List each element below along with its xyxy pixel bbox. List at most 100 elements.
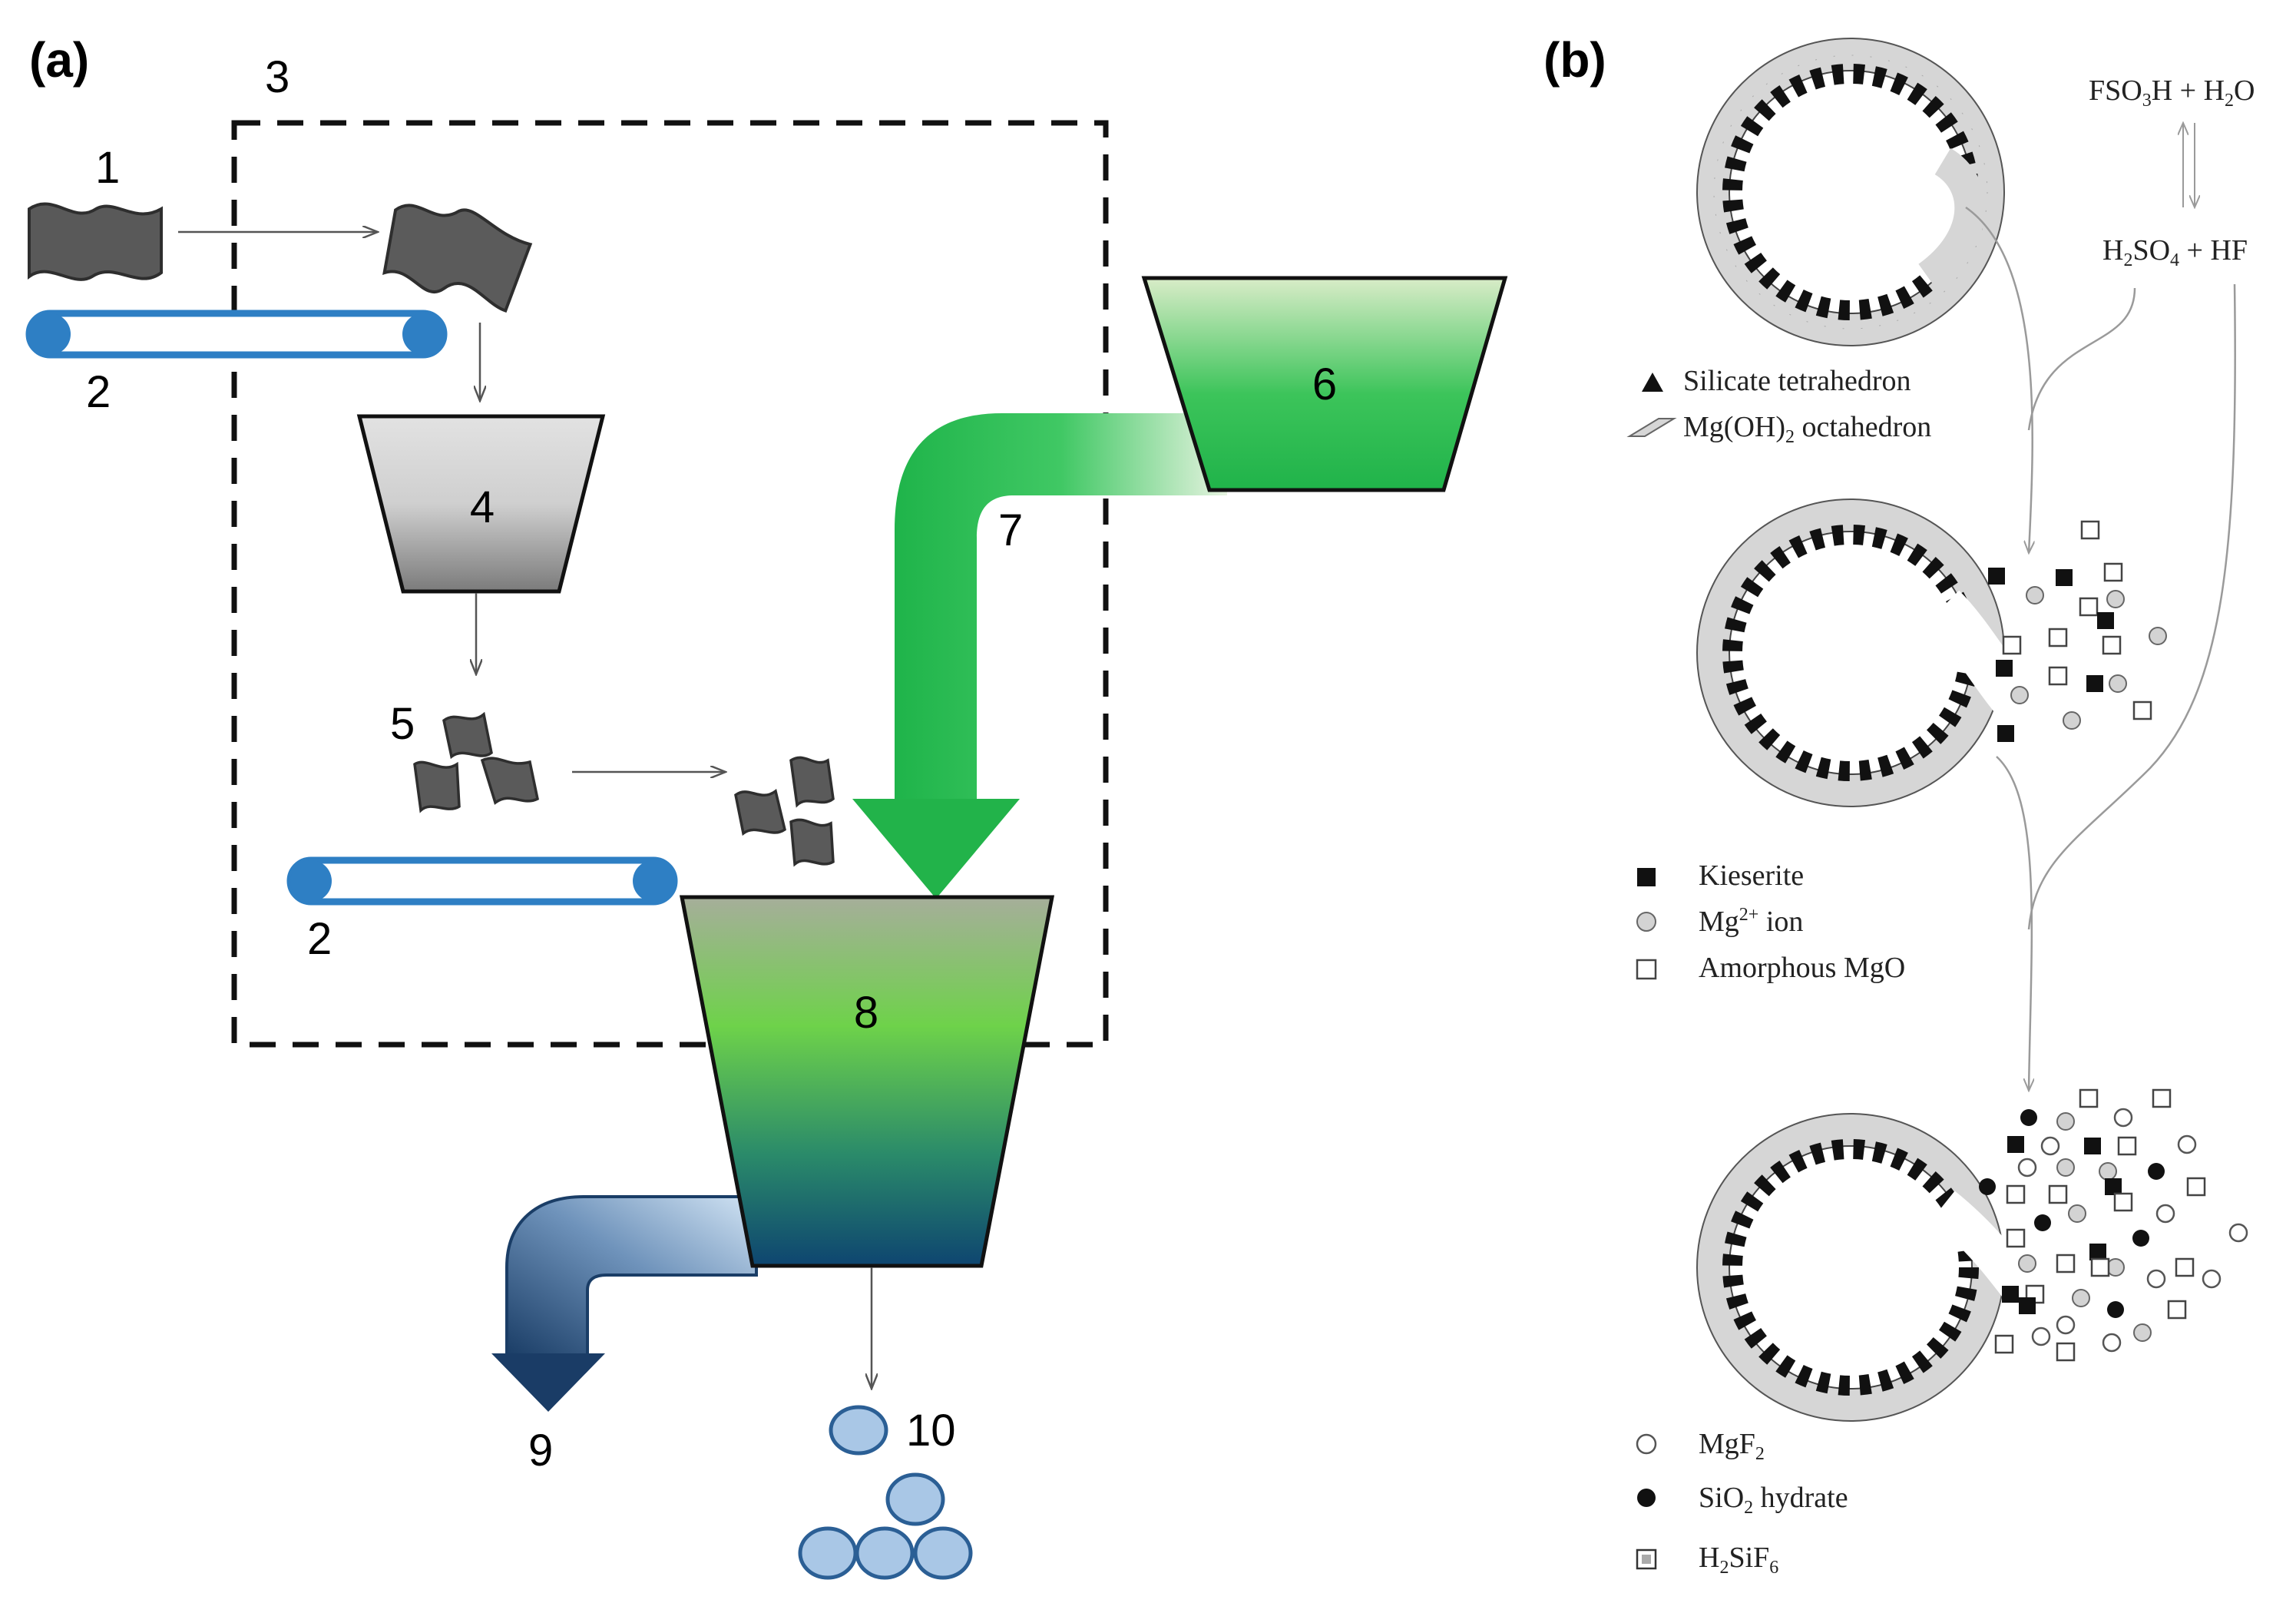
particle-icon (2228, 1223, 2248, 1243)
particle-icon (2113, 1192, 2133, 1212)
reaction-bottom-1: H (2102, 234, 2123, 267)
particle-icon (1996, 660, 2013, 677)
particle-icon (2105, 1178, 2122, 1195)
particle-icon (2106, 590, 2125, 608)
svg-text:H2SO4 + HF: H2SO4 + HF (2102, 234, 2248, 270)
legend-mg-sup: 2+ (1739, 905, 1759, 925)
label-9: 9 (528, 1426, 553, 1476)
flow-curve-1 (1965, 206, 2033, 553)
legend-mgoh-2: octahedron (1795, 411, 1931, 443)
conveyor-belt-top (25, 310, 448, 359)
particle-icon (2202, 1269, 2222, 1289)
particle-icon (2146, 1269, 2166, 1289)
legend-stage-3: MgF2 SiO 2 hydrate H2SiF6 (1636, 1428, 1848, 1578)
particle-icon (2113, 1108, 2133, 1128)
particle-icon (2048, 628, 2068, 648)
particle-icon (2068, 1204, 2086, 1223)
particle-icon (2117, 1136, 2137, 1156)
particle-icon (2056, 1342, 2076, 1362)
particle-icon (2079, 1088, 2099, 1108)
particle-icon (2099, 1162, 2117, 1181)
particle-icon (2102, 635, 2122, 655)
particle-icon (2133, 1323, 2152, 1342)
label-6: 6 (1312, 359, 1337, 409)
svg-text:MgF2: MgF2 (1699, 1428, 1765, 1464)
dashed-boundary-box (231, 120, 1109, 1048)
particle-icon (2031, 1327, 2051, 1346)
panel-a: (a) 3 1 2 4 5 (25, 32, 1508, 1580)
legend-hsif-1: H (1699, 1542, 1719, 1574)
legend-stage-2: Kieserite Mg2+ ion Amorphous MgO (1636, 859, 1905, 984)
particle-icon (2106, 1258, 2125, 1277)
grinder-hopper (356, 414, 606, 594)
liquid-outflow-arrowhead (491, 1353, 605, 1412)
reaction-top-1: FSO (2089, 75, 2142, 107)
particle-icon (2040, 1136, 2060, 1156)
svg-text:H2SiF6: H2SiF6 (1699, 1542, 1778, 1578)
particle-icon (2132, 1230, 2149, 1247)
label-8: 8 (854, 988, 878, 1038)
reaction-scheme: FSO3H + H2O H2SO4 + HF (2089, 75, 2255, 270)
reaction-bottom-3: + HF (2179, 234, 2248, 267)
particle-icon (2063, 711, 2081, 730)
particle-icon (2056, 1254, 2076, 1274)
particle-icon (2006, 1184, 2026, 1204)
legend-mgoh-1: Mg(OH) (1683, 411, 1785, 443)
raw-rock-icon (28, 202, 163, 281)
particle-icon (2097, 612, 2114, 629)
svg-text:FSO3H + H2O: FSO3H + H2O (2089, 75, 2255, 111)
particle-icon (2089, 1244, 2106, 1260)
particle-icon (2152, 1088, 2172, 1108)
panel-a-label: (a) (29, 32, 89, 88)
legend-sio-2: hydrate (1753, 1482, 1848, 1514)
particle-icon (1997, 725, 2014, 742)
particle-icon (2020, 1109, 2037, 1126)
conveyor-belt-bottom (286, 856, 678, 906)
liquid-outflow-pipe (505, 1195, 758, 1357)
legend-hsif-sub1: 2 (1719, 1558, 1729, 1578)
legend-amorphous: Amorphous MgO (1699, 952, 1905, 984)
particle-icon (2148, 1163, 2165, 1180)
svg-text:Mg2+ ion: Mg2+ ion (1699, 905, 1803, 938)
reaction-bottom-sub1: 2 (2123, 250, 2132, 270)
legend-mg-1: Mg (1699, 906, 1739, 938)
reaction-bottom-sub2: 4 (2170, 250, 2179, 270)
panel-b-label: (b) (1543, 32, 1606, 88)
particle-icon (2107, 1301, 2124, 1318)
reaction-bottom-2: SO (2132, 234, 2170, 267)
acid-feed-arrowhead (852, 799, 1020, 899)
particle-icon (2086, 675, 2103, 692)
particle-icon (2056, 569, 2073, 586)
particle-icon (2090, 1257, 2110, 1277)
particle-icon (2002, 1286, 2019, 1303)
legend-sio-1: SiO (1699, 1482, 1744, 1514)
legend-mgoh-sub: 2 (1785, 427, 1795, 447)
particle-icon (2084, 1138, 2101, 1154)
label-4: 4 (470, 482, 495, 532)
particle-icon (2186, 1177, 2206, 1197)
acid-feed-pipe (895, 413, 1227, 799)
reaction-top-2: H + H (2152, 75, 2225, 107)
particle-icon (2056, 1158, 2075, 1177)
legend-mgf-sub: 2 (1755, 1444, 1765, 1464)
particle-icon (2018, 1254, 2036, 1273)
legend-stage-1: Silicate tetrahedron Mg(OH)2 octahedron (1626, 365, 1931, 447)
label-2-bottom: 2 (307, 914, 332, 964)
label-7: 7 (998, 505, 1023, 555)
reactor-vessel (679, 895, 1055, 1268)
particle-icon (2048, 1184, 2068, 1204)
particle-icon (2103, 562, 2123, 582)
legend-kieserite: Kieserite (1699, 859, 1804, 892)
particle-icon (2056, 1112, 2075, 1131)
particle-icon (2006, 1228, 2026, 1248)
particle-icon (2072, 1289, 2090, 1307)
particle-icon (2167, 1300, 2187, 1320)
tilted-rock-icon (382, 204, 533, 313)
particle-icon (2007, 1136, 2024, 1153)
label-3: 3 (265, 52, 289, 102)
crushed-pieces-icon-2 (734, 756, 835, 867)
particle-icon (2102, 1333, 2122, 1353)
flow-curve-3 (1996, 756, 2032, 1091)
particle-icon (1988, 568, 2005, 585)
